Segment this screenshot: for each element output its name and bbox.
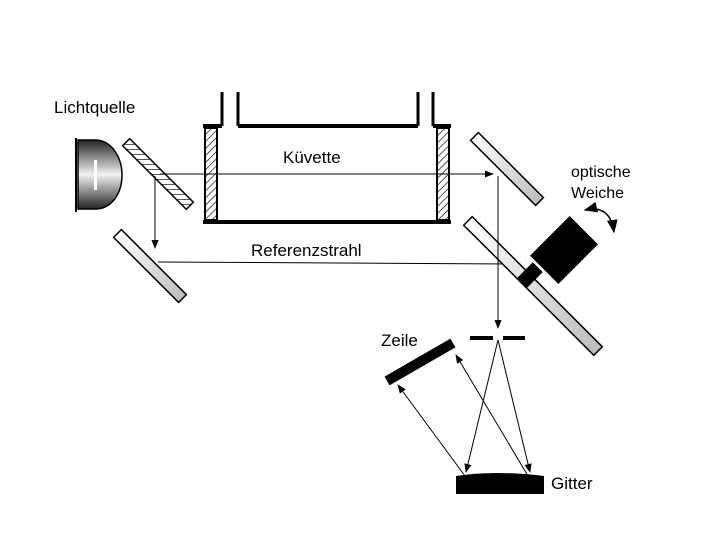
reference-mirror bbox=[112, 228, 188, 304]
label-grating: Gitter bbox=[551, 474, 593, 493]
label-optical-switch-1: optische bbox=[571, 164, 631, 181]
beam-grating-detector-a bbox=[397, 384, 466, 477]
label-light-source: Lichtquelle bbox=[54, 98, 136, 117]
label-optical-switch-2: Weiche bbox=[571, 185, 625, 202]
beam-slit-grating-a bbox=[464, 339, 499, 473]
beam-slit-grating-b bbox=[497, 339, 532, 473]
beam-grating-detector-b bbox=[455, 354, 529, 477]
grating bbox=[456, 473, 544, 494]
beam-splitter bbox=[121, 137, 195, 211]
label-detector-array: Zeile bbox=[381, 331, 418, 350]
detector-array bbox=[384, 338, 456, 386]
reference-beam bbox=[157, 260, 518, 268]
label-reference-beam: Referenzstrahl bbox=[251, 241, 362, 260]
sample-mirror bbox=[469, 131, 545, 207]
label-cuvette: Küvette bbox=[283, 148, 341, 167]
switch-motor bbox=[517, 216, 598, 288]
light-source bbox=[75, 138, 123, 212]
rotation-arrow bbox=[583, 201, 618, 234]
